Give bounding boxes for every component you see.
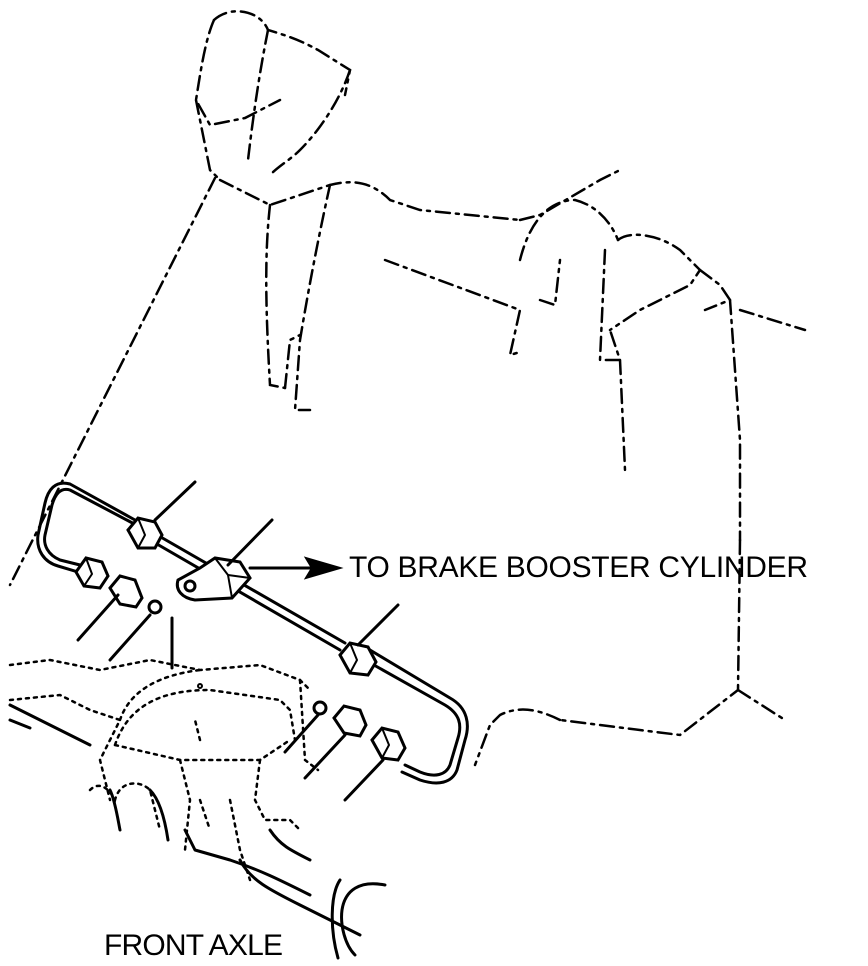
- axle-beam: [8, 703, 387, 960]
- label-to-brake-booster-cylinder: TO BRAKE BOOSTER CYLINDER: [349, 551, 808, 584]
- fitting-right-lower: [370, 726, 407, 762]
- fitting-left-upper: [126, 516, 164, 550]
- leader-lines: [76, 480, 400, 802]
- fitting-right-upper: [338, 641, 378, 677]
- union-left: [108, 574, 163, 615]
- label-front-axle: FRONT AXLE: [104, 929, 283, 962]
- tube-clamp: [175, 556, 252, 602]
- fitting-left-lower: [74, 556, 110, 590]
- axle-housing: [8, 658, 320, 882]
- arrow-to-brake-booster: [248, 556, 344, 580]
- chassis-frame: [8, 10, 807, 767]
- union-right: [312, 700, 368, 738]
- brake-tube: [36, 481, 469, 785]
